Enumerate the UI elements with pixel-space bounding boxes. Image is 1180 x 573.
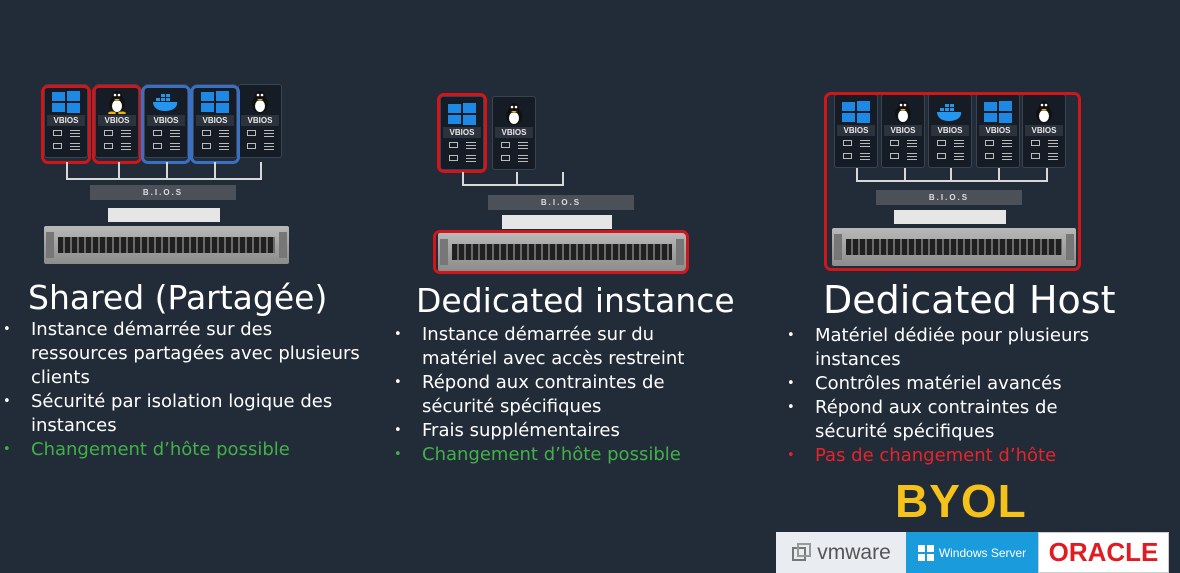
vm-linux: VBIOS: [1022, 94, 1066, 168]
highlight-red: [41, 85, 91, 164]
vm-linux: VBIOS: [881, 94, 925, 168]
vm-linux: VBIOS: [238, 84, 282, 158]
vbios-label: VBIOS: [241, 115, 279, 126]
highlight-red: [437, 93, 487, 173]
dedicated-instance-diagram: VBIOS VBIOS B.I.O.S: [432, 92, 692, 274]
windows-icon: [917, 544, 934, 561]
hardware-devices: [108, 208, 220, 222]
shared-diagram: VBIOS VBIOS VBIOS VBIOS VBIOS B.I.O.S: [38, 84, 293, 266]
byol-label: BYOL: [895, 475, 1027, 527]
server-rack-icon: [832, 228, 1076, 266]
bullet-item: Matériel dédiée pour plusieurs instances: [787, 324, 1117, 372]
bullet-item: Répond aux contraintes de sécurité spéci…: [394, 371, 734, 419]
vbios-label: VBIOS: [98, 115, 136, 126]
oracle-logo: ORACLE: [1038, 532, 1169, 573]
highlight-red: [92, 85, 142, 164]
vbios-label: VBIOS: [979, 125, 1017, 136]
windows-icon: [201, 91, 229, 113]
bullet-item: Changement d’hôte possible: [394, 443, 734, 467]
windows-server-logo-text: Windows Server: [938, 545, 1027, 560]
title-dedicated-instance: Dedicated instance: [416, 281, 735, 320]
vm-windows: VBIOS: [44, 84, 88, 158]
bullet-item: Frais supplémentaires: [394, 419, 734, 443]
vmware-logo: vmware: [776, 532, 906, 573]
vendor-logos: vmware Windows Server ORACLE: [776, 532, 1169, 573]
vm-docker: VBIOS: [144, 84, 188, 158]
linux-tux-icon: [895, 101, 911, 123]
hardware-devices: [502, 215, 612, 229]
bullets-dedicated-host: Matériel dédiée pour plusieurs instances…: [787, 324, 1117, 468]
linux-tux-icon: [506, 103, 522, 125]
vm-windows: VBIOS: [440, 96, 484, 170]
vbios-label: VBIOS: [196, 115, 234, 126]
vbios-label: VBIOS: [1025, 125, 1063, 136]
oracle-logo-text: ORACLE: [1048, 537, 1159, 567]
vbios-label: VBIOS: [495, 127, 533, 138]
vm-linux: VBIOS: [492, 96, 536, 170]
bullet-item: Sécurité par isolation logique des insta…: [3, 390, 373, 438]
bullet-item: Instance démarrée sur des ressources par…: [3, 318, 373, 390]
server-rack-icon: [438, 233, 686, 271]
bullet-item: Contrôles matériel avancés: [787, 372, 1117, 396]
bullet-item: Changement d’hôte possible: [3, 438, 373, 462]
title-dedicated-host: Dedicated Host: [823, 278, 1116, 322]
bullet-item: Instance démarrée sur du matériel avec a…: [394, 323, 734, 371]
vm-linux: VBIOS: [95, 84, 139, 158]
docker-icon: [937, 104, 962, 121]
vmware-icon: [792, 542, 812, 561]
vbios-label: VBIOS: [147, 115, 185, 126]
title-shared: Shared (Partagée): [28, 278, 328, 317]
windows-icon: [984, 101, 1012, 123]
bullets-shared: Instance démarrée sur des ressources par…: [3, 318, 373, 462]
bios-label: B.I.O.S: [488, 195, 634, 210]
linux-tux-icon: [1036, 101, 1052, 123]
vm-windows: VBIOS: [976, 94, 1020, 168]
bullets-dedicated-instance: Instance démarrée sur du matériel avec a…: [394, 323, 734, 467]
vbios-label: VBIOS: [837, 125, 875, 136]
windows-icon: [448, 103, 476, 125]
bullet-item: Répond aux contraintes de sécurité spéci…: [787, 396, 1117, 444]
linux-tux-icon: [252, 91, 268, 113]
highlight-blue: [141, 85, 191, 164]
bios-label: B.I.O.S: [876, 190, 1022, 205]
vbios-label: VBIOS: [47, 115, 85, 126]
vm-docker: VBIOS: [928, 94, 972, 168]
docker-icon: [153, 94, 178, 111]
vbios-label: VBIOS: [443, 127, 481, 138]
windows-icon: [52, 91, 80, 113]
linux-tux-icon: [108, 91, 126, 114]
vbios-label: VBIOS: [884, 125, 922, 136]
dedicated-host-diagram: VBIOS VBIOS VBIOS VBIOS VBIOS B.I.O.S: [824, 92, 1082, 272]
hardware-devices: [894, 210, 1006, 224]
windows-server-logo: Windows Server: [906, 532, 1038, 573]
highlight-red: [433, 230, 689, 274]
vm-windows: VBIOS: [193, 84, 237, 158]
highlight-red: [824, 92, 1081, 271]
windows-icon: [842, 101, 870, 123]
vbios-label: VBIOS: [931, 125, 969, 136]
server-rack-icon: [44, 226, 289, 264]
bios-label: B.I.O.S: [90, 185, 236, 200]
highlight-blue: [190, 85, 240, 164]
bullet-item: Pas de changement d’hôte: [787, 444, 1117, 468]
vmware-logo-text: vmware: [817, 540, 891, 564]
